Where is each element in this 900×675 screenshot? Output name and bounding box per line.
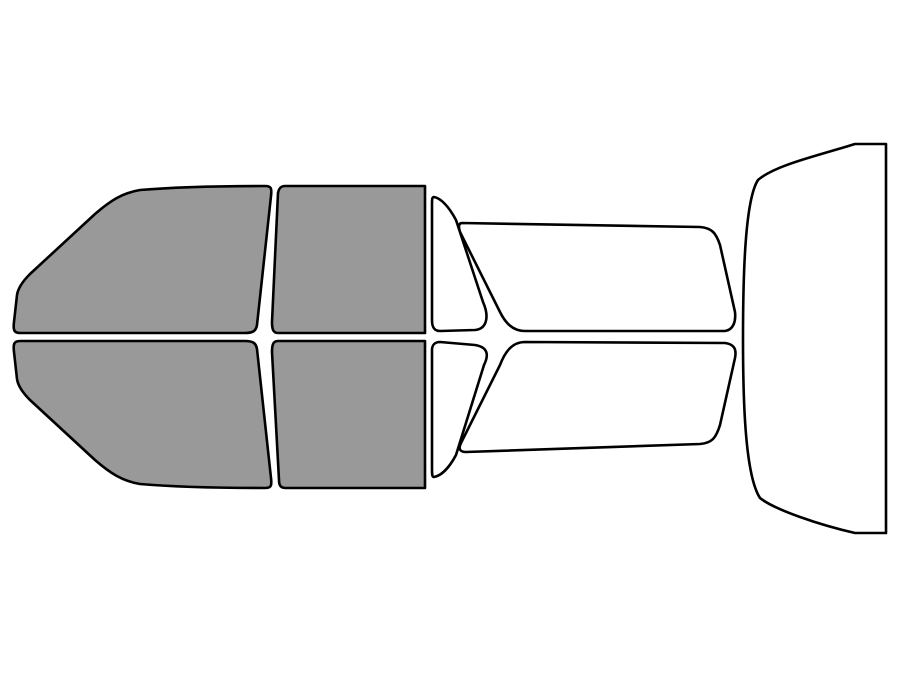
front-vent-window-left[interactable] — [430, 195, 488, 333]
front-door-window-left[interactable] — [457, 221, 737, 333]
rear-door-window-left[interactable] — [270, 184, 427, 335]
rear-quarter-window-right[interactable] — [12, 339, 273, 490]
front-door-window-right[interactable] — [458, 340, 737, 454]
rear-door-window-right[interactable] — [270, 339, 427, 490]
windshield[interactable] — [741, 142, 888, 535]
front-vent-window-right[interactable] — [430, 340, 489, 479]
rear-quarter-window-left[interactable] — [12, 184, 273, 335]
